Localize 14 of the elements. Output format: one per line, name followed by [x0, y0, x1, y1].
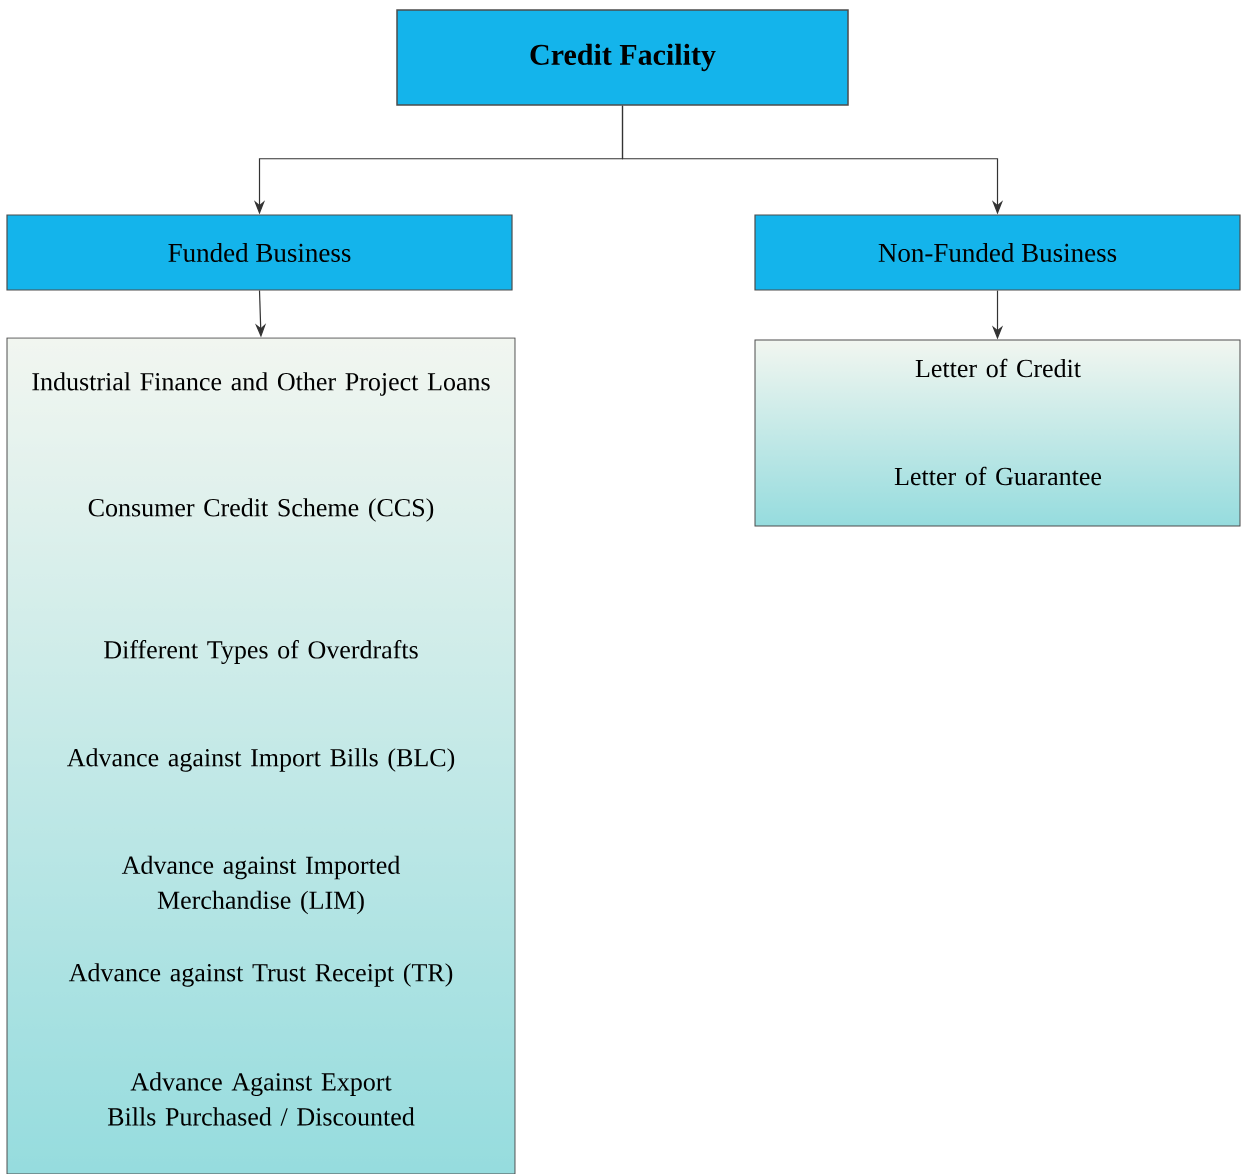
- list-item: Advance against Imported Merchandise (LIM): [121, 855, 401, 915]
- category-box: Funded Business: [6, 214, 513, 291]
- category-box: Non-Funded Business: [754, 214, 1241, 291]
- list-item: Advance against Import Bills (BLC): [67, 748, 455, 772]
- list-item: Advance Against Export Bills Purchased / Discounted: [107, 1072, 415, 1126]
- list-item: Advance against Trust Receipt (TR): [68, 963, 453, 987]
- list-item: Industrial Finance and Other Project Loans: [32, 372, 490, 396]
- list-item: Letter of Credit: [915, 358, 1081, 378]
- list-item: Different Types of Overdrafts: [104, 640, 418, 664]
- title-box: Credit Facility: [396, 9, 849, 106]
- list-item: Letter of Guarantee: [894, 466, 1102, 486]
- list-box: [754, 339, 1241, 527]
- list-item: Consumer Credit Scheme (CCS): [88, 498, 434, 522]
- list-box: [6, 337, 516, 1174]
